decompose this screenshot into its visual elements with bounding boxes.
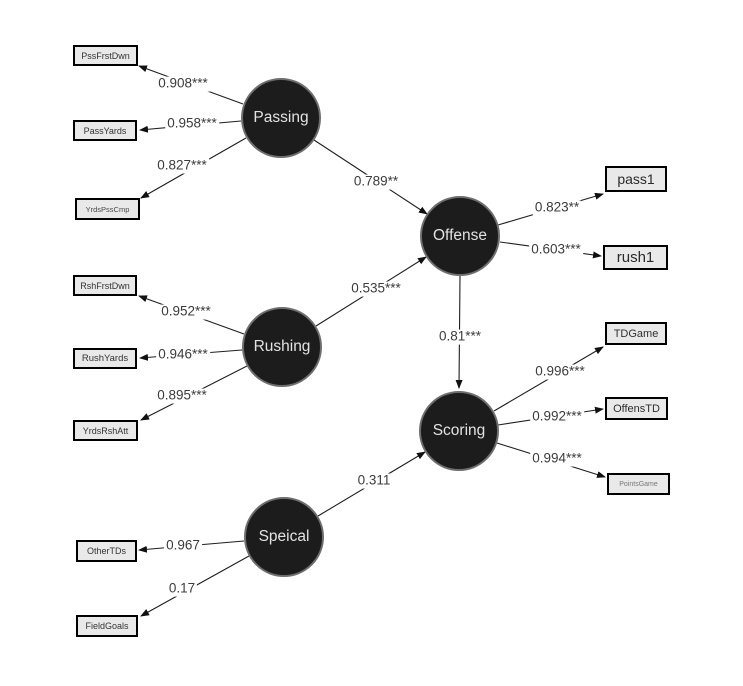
edge-offense-scoring bbox=[455, 275, 463, 389]
edge-offense-pass1 bbox=[497, 192, 604, 226]
edge-scoring-offenstd bbox=[497, 406, 604, 426]
edge-passing-yrdspsscmp bbox=[140, 137, 247, 199]
edge-rushing-rshfrstdwn bbox=[138, 295, 245, 335]
edge-rushing-rushyards bbox=[139, 349, 243, 361]
edge-passing-passyards bbox=[139, 120, 242, 133]
edges-group bbox=[138, 65, 606, 617]
edge-passing-offense bbox=[313, 139, 428, 215]
edge-speical-scoring bbox=[317, 451, 426, 517]
edge-offense-rush1 bbox=[499, 241, 602, 259]
edge-passing-pssfrstdwn bbox=[138, 65, 244, 105]
edge-speical-fieldgoals bbox=[140, 555, 250, 617]
edge-scoring-tdgame bbox=[493, 346, 604, 412]
edge-speical-othertds bbox=[138, 540, 245, 553]
edge-rushing-yrdsrshatt bbox=[140, 365, 248, 421]
edge-scoring-pointsgame bbox=[496, 442, 606, 478]
edge-rushing-offense bbox=[315, 256, 427, 327]
